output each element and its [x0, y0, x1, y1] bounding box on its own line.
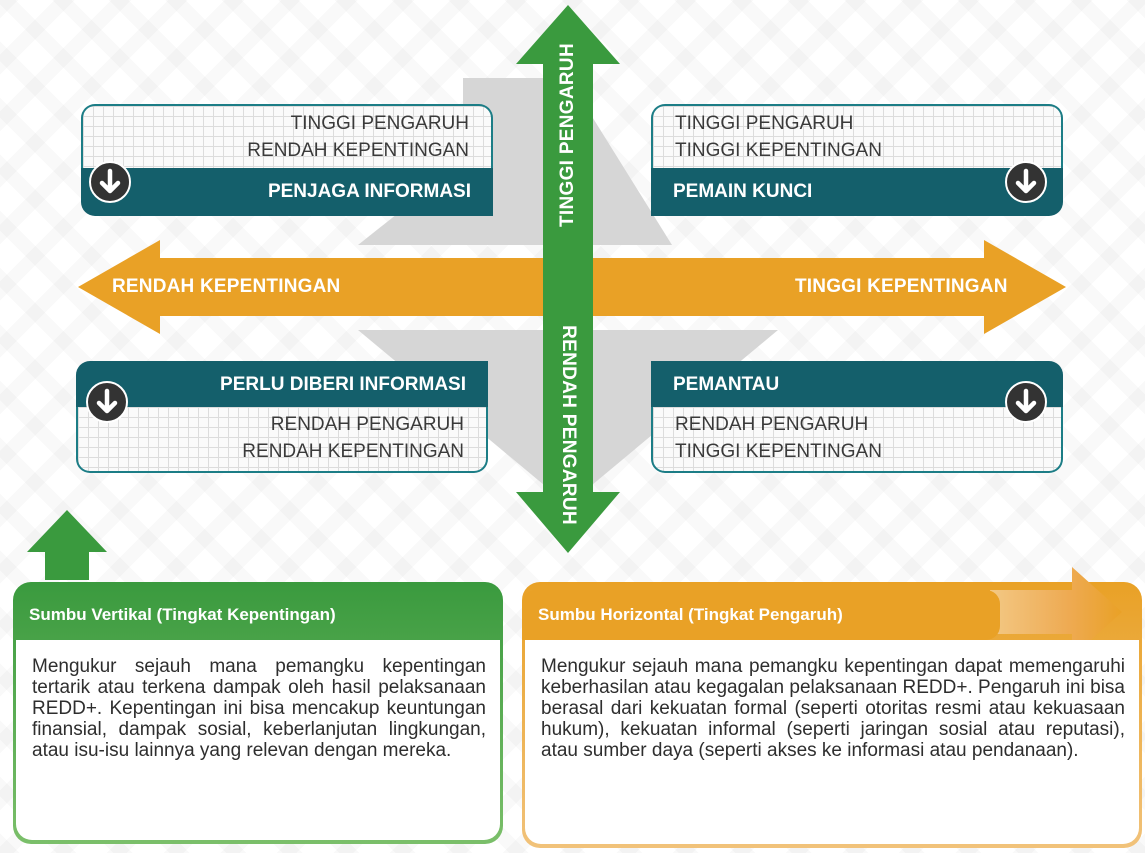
quadrant-line-1: TINGGI PENGARUH: [675, 113, 854, 134]
quadrant-top-left: TINGGI PENGARUH RENDAH KEPENTINGAN PENJA…: [81, 104, 493, 216]
quadrant-bottom-left: PERLU DIBERI INFORMASI RENDAH PENGARUH R…: [76, 361, 488, 473]
quadrant-label: PERLU DIBERI INFORMASI: [76, 361, 488, 409]
panel-title: Sumbu Vertikal (Tingkat Kepentingan): [29, 605, 336, 624]
quadrant-line-1: RENDAH PENGARUH: [270, 414, 464, 435]
quadrant-description: RENDAH PENGARUH RENDAH KEPENTINGAN: [76, 407, 488, 473]
axis-label-bottom: RENDAH PENGARUH: [558, 325, 579, 525]
green-up-arrow-icon: [27, 510, 107, 580]
panel-text: Mengukur sejauh mana pemangku kepentinga…: [16, 640, 500, 840]
axis-label-left: RENDAH KEPENTINGAN: [112, 276, 341, 297]
quadrant-label: PENJAGA INFORMASI: [81, 168, 493, 216]
quadrant-label: PEMANTAU: [651, 361, 1063, 409]
quadrant-line-2: TINGGI KEPENTINGAN: [675, 441, 882, 462]
arrow-down-circle-icon: [1005, 161, 1047, 203]
quadrant-label: PEMAIN KUNCI: [651, 168, 1063, 216]
quadrant-line-2: RENDAH KEPENTINGAN: [247, 140, 469, 161]
quadrant-line-2: TINGGI KEPENTINGAN: [675, 140, 882, 161]
arrow-down-circle-icon: [89, 161, 131, 203]
panel-title: Sumbu Horizontal (Tingkat Pengaruh): [522, 590, 1000, 640]
quadrant-top-right: TINGGI PENGARUH TINGGI KEPENTINGAN PEMAI…: [651, 104, 1063, 216]
quadrant-bottom-right: PEMANTAU RENDAH PENGARUH TINGGI KEPENTIN…: [651, 361, 1063, 473]
arrow-down-circle-icon: [86, 381, 128, 423]
quadrant-description: TINGGI PENGARUH TINGGI KEPENTINGAN: [651, 104, 1063, 170]
vertical-axis-panel: Sumbu Vertikal (Tingkat Kepentingan) Men…: [13, 590, 503, 844]
quadrant-description: RENDAH PENGARUH TINGGI KEPENTINGAN: [651, 407, 1063, 473]
axis-label-top: TINGGI PENGARUH: [557, 43, 578, 227]
quadrant-line-1: RENDAH PENGARUH: [675, 414, 869, 435]
orange-right-arrow-icon: [990, 567, 1122, 657]
panel-text: Mengukur sejauh mana pemangku kepentinga…: [525, 640, 1139, 844]
axis-label-right: TINGGI KEPENTINGAN: [795, 276, 1008, 297]
horizontal-axis-panel: Sumbu Horizontal (Tingkat Pengaruh) Meng…: [522, 590, 1142, 848]
green-vertical-arrow: [516, 5, 620, 553]
arrow-down-circle-icon: [1005, 381, 1047, 423]
quadrant-line-1: TINGGI PENGARUH: [290, 113, 469, 134]
quadrant-description: TINGGI PENGARUH RENDAH KEPENTINGAN: [81, 104, 493, 170]
quadrant-line-2: RENDAH KEPENTINGAN: [242, 441, 464, 462]
